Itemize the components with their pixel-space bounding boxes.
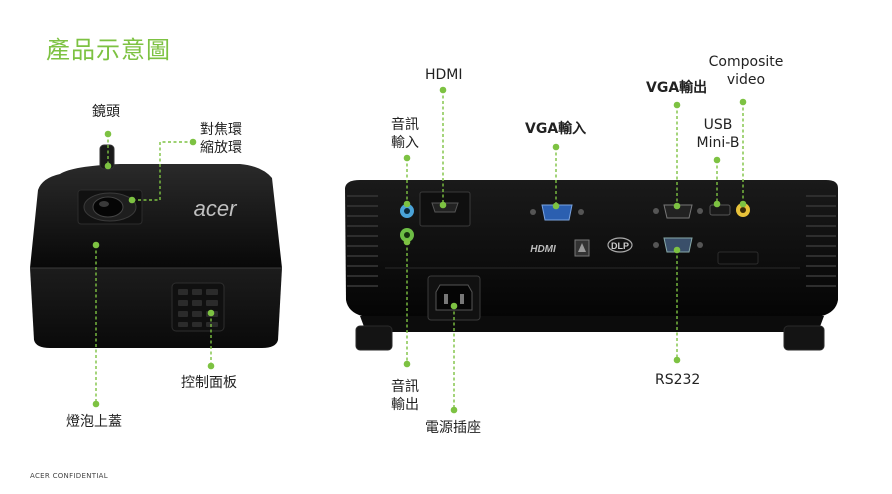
zoom-ring-label: 縮放環	[200, 139, 242, 157]
confidential-footer: ACER CONFIDENTIAL	[30, 472, 108, 480]
focus-ring-label: 對焦環	[200, 121, 242, 139]
hdmi-logo: HDMI	[530, 244, 556, 255]
vga-out-label: VGA輸出	[646, 79, 707, 97]
rs232-label: RS232	[655, 371, 700, 389]
projector-rear: HDMI DLP	[345, 180, 838, 350]
certification-mark	[575, 240, 589, 256]
composite-label-line2: video	[706, 71, 786, 89]
composite-label-line1: Composite	[706, 53, 786, 71]
usb-label-line1: USB	[692, 116, 744, 134]
audio-out-label-line1: 音訊	[391, 378, 419, 396]
projector-front: acer	[30, 145, 282, 348]
audio-out-label-line2: 輸出	[391, 396, 419, 414]
usb-label-line2: Mini-B	[690, 134, 746, 152]
audio-in-label-line2: 輸入	[391, 134, 419, 152]
control-panel-keypad	[172, 283, 224, 331]
lamp-cover-label: 燈泡上蓋	[66, 413, 122, 431]
control-panel-label: 控制面板	[181, 374, 237, 392]
hdmi-port	[420, 192, 470, 226]
hdmi-label: HDMI	[425, 66, 463, 84]
power-socket-label: 電源插座	[425, 419, 481, 437]
vga-in-label: VGA輸入	[525, 120, 586, 138]
dlp-logo-mark: DLP	[608, 238, 632, 252]
usb-mini-b-port	[710, 205, 730, 215]
acer-logo: acer	[194, 196, 238, 221]
lens-label: 鏡頭	[92, 103, 120, 121]
dlp-logo: DLP	[611, 241, 629, 251]
audio-in-label-line1: 音訊	[391, 116, 419, 134]
lens-assembly	[78, 190, 142, 224]
